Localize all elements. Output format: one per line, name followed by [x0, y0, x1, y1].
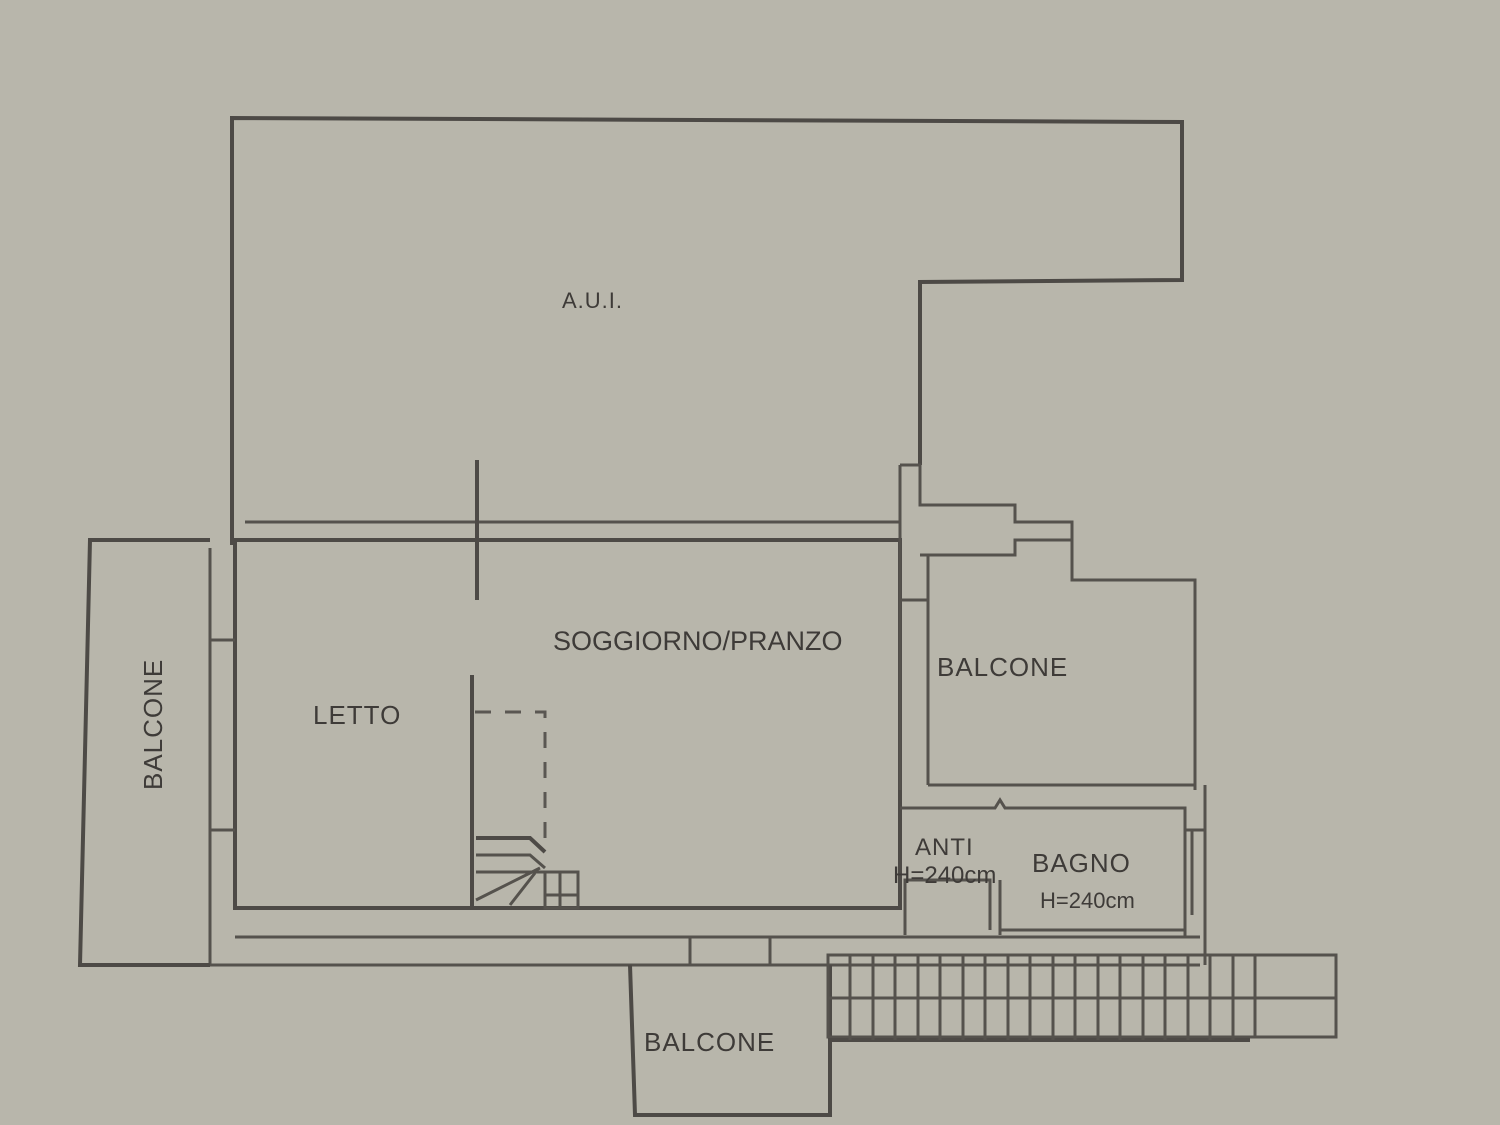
room-label-letto: LETTO: [313, 700, 402, 730]
left-balcony-walls: [77, 538, 210, 967]
anti-height-note: H=240cm: [893, 862, 997, 889]
internal-stairs: [475, 836, 580, 910]
right-block-walls: [898, 463, 1207, 965]
corridor-wall: [245, 460, 900, 600]
room-label-anti: ANTI: [915, 834, 974, 861]
room-label-aui: A.U.I.: [562, 288, 624, 313]
letto-partition: [470, 675, 547, 908]
room-label-balcone-left: BALCONE: [138, 658, 168, 790]
aui-outline: [230, 115, 1184, 545]
room-label-soggiorno: SOGGIORNO/PRANZO: [553, 626, 843, 656]
room-label-balcone-bottom: BALCONE: [644, 1027, 776, 1057]
external-stairs: [826, 953, 1338, 1042]
room-label-bagno: BAGNO: [1032, 848, 1131, 878]
bagno-height-note: H=240cm: [1040, 888, 1135, 913]
room-label-balcone-right: BALCONE: [937, 652, 1069, 682]
